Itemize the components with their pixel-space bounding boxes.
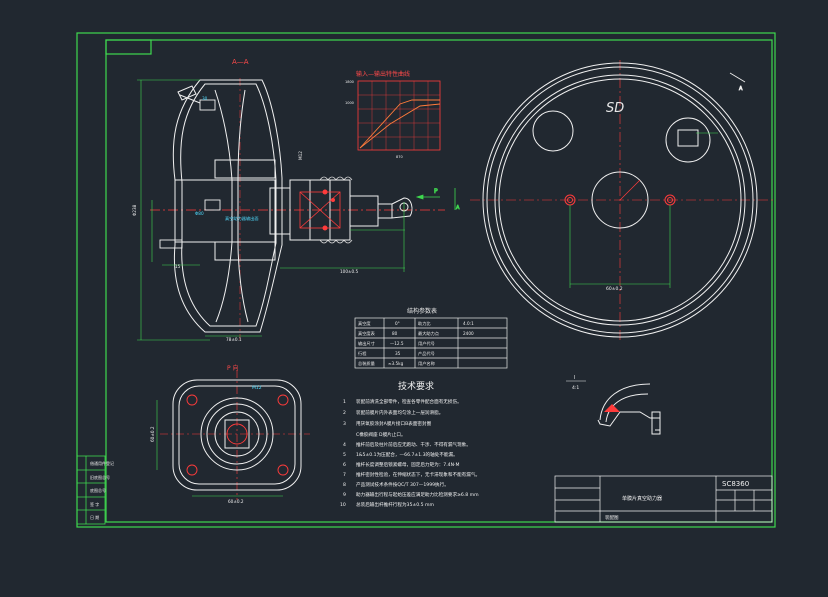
view-p[interactable]: P 向 M12 60±0.2 60±0.2: [150, 364, 310, 504]
drawing-border: [76, 32, 776, 528]
svg-text:3: 3: [343, 421, 346, 427]
svg-text:旧底图总号: 旧底图总号: [90, 474, 110, 480]
svg-text:结构参数表: 结构参数表: [407, 307, 437, 315]
svg-text:78±0.1: 78±0.1: [226, 337, 242, 342]
svg-text:M12: M12: [252, 385, 262, 391]
svg-text:技术要求: 技术要求: [398, 380, 434, 392]
svg-text:P: P: [434, 188, 438, 195]
svg-text:M12: M12: [298, 151, 303, 160]
svg-text:60±0.2: 60±0.2: [606, 286, 623, 292]
svg-text:日 期: 日 期: [90, 514, 99, 520]
svg-text:真空度: 真空度: [358, 320, 371, 327]
svg-text:输出尺寸: 输出尺寸: [358, 340, 375, 347]
svg-text:借通用件登记: 借通用件登记: [90, 460, 114, 466]
svg-text:Φ238: Φ238: [132, 204, 137, 216]
svg-text:60±0.2: 60±0.2: [228, 499, 244, 504]
svg-text:输入—输出特性曲线: 输入—输出特性曲线: [356, 70, 410, 78]
io-characteristic-graph[interactable]: 输入—输出特性曲线 1800 1000 870: [345, 70, 441, 159]
front-face-view[interactable]: SD 60±0.2 A: [470, 60, 775, 340]
svg-text:推杆前后及柱片前后应无跑动、干涉、不得有漏气现象。: 推杆前后及柱片前后应无跑动、干涉、不得有漏气现象。: [356, 441, 471, 448]
svg-text:870: 870: [396, 155, 403, 159]
svg-text:用户名称: 用户名称: [418, 360, 435, 367]
svg-text:1000: 1000: [345, 101, 354, 105]
svg-text:≈3.5kg: ≈3.5kg: [388, 361, 404, 366]
svg-text:30: 30: [202, 96, 208, 101]
svg-text:助力比: 助力比: [418, 320, 431, 327]
svg-text:100±0.5: 100±0.5: [340, 269, 358, 274]
svg-text:60±0.2: 60±0.2: [150, 426, 155, 442]
svg-text:A: A: [739, 86, 743, 92]
svg-text:助力器输出行程与起始压差应满足助力比检测要求≥6.8 mm: 助力器输出行程与起始压差应满足助力比检测要求≥6.8 mm: [356, 491, 479, 498]
svg-text:装配前膜片内外表面均匀涂上一层润滑脂。: 装配前膜片内外表面均匀涂上一层润滑脂。: [356, 409, 443, 416]
svg-text:6: 6: [343, 462, 346, 468]
svg-text:4.0:1: 4.0:1: [463, 321, 474, 326]
svg-text:真空助力器输出面: 真空助力器输出面: [225, 215, 259, 222]
left-stamp-labels: 借通用件登记 旧底图总号 底图总号 签 字 日 期: [90, 460, 114, 520]
svg-text:5: 5: [343, 452, 346, 458]
svg-text:0°: 0°: [395, 321, 400, 326]
svg-text:单膜片真空助力器: 单膜片真空助力器: [622, 495, 662, 502]
section-view-a-a[interactable]: A—A: [132, 58, 460, 342]
svg-text:总装质量: 总装质量: [358, 360, 375, 367]
svg-text:35: 35: [395, 351, 401, 356]
svg-text:用户代号: 用户代号: [418, 340, 435, 347]
svg-text:装配前清洗全部零件，检查各零件配合面有无损伤。: 装配前清洗全部零件，检查各零件配合面有无损伤。: [356, 398, 462, 405]
left-stamp-table: [76, 455, 106, 525]
svg-text:I: I: [574, 375, 575, 381]
svg-text:推杆长度调整后锁紧螺母，固定后力矩为：7.4N·M: 推杆长度调整后锁紧螺母，固定后力矩为：7.4N·M: [356, 461, 459, 468]
svg-text:1800: 1800: [345, 80, 354, 84]
svg-text:签 字: 签 字: [90, 501, 99, 507]
svg-text:2400: 2400: [463, 331, 474, 336]
svg-text:80: 80: [392, 331, 398, 336]
svg-text:P 向: P 向: [227, 364, 239, 372]
svg-text:产品代号: 产品代号: [418, 350, 435, 357]
technical-requirements: 技术要求 1 装配前清洗全部零件，检查各零件配合面有无损伤。 2 装配前膜片内外表面…: [340, 380, 480, 508]
svg-text:底图总号: 底图总号: [90, 487, 106, 493]
svg-text:A—A: A—A: [232, 58, 249, 66]
svg-text:7: 7: [343, 472, 346, 478]
detail-i[interactable]: I 4:1: [566, 375, 661, 435]
svg-text:真空度表: 真空度表: [358, 330, 376, 337]
svg-text:总装后输出杆推杆行程为35±0.5 mm: 总装后输出杆推杆行程为35±0.5 mm: [356, 501, 434, 508]
svg-text:Φ80: Φ80: [195, 211, 204, 216]
svg-text:推杆密封性检验，在伸缩状态下，无卡滞现象和不能有漏气。: 推杆密封性检验，在伸缩状态下，无卡滞现象和不能有漏气。: [356, 471, 480, 478]
svg-text:产品测试技术条件按QC/T 307—1999执行。: 产品测试技术条件按QC/T 307—1999执行。: [356, 481, 449, 488]
svg-text:SC8360: SC8360: [722, 480, 749, 488]
svg-text:行程: 行程: [358, 350, 367, 357]
svg-text:10: 10: [340, 502, 346, 508]
svg-text:9: 9: [343, 492, 346, 498]
parameter-table[interactable]: 结构参数表 真空度 0° 助力比 4.0:1 真空度表 80 最大助力点 240…: [354, 307, 508, 369]
svg-text:1: 1: [343, 399, 346, 405]
svg-text:1&5±0.1为压配合，—66.7±1.3的轴处不能漏。: 1&5±0.1为压配合，—66.7±1.3的轴处不能漏。: [356, 451, 458, 458]
svg-text:C橡胶阀座 D膜片止口。: C橡胶阀座 D膜片止口。: [356, 431, 406, 438]
svg-text:4:1: 4:1: [572, 385, 579, 391]
svg-text:装配图: 装配图: [605, 514, 619, 521]
svg-text:2: 2: [343, 410, 346, 416]
title-block[interactable]: 单膜片真空助力器 SC8360 装配图: [554, 475, 773, 523]
svg-text:—12.5: —12.5: [390, 341, 404, 346]
svg-text:4: 4: [343, 442, 346, 448]
svg-text:15: 15: [175, 264, 181, 269]
svg-text:A: A: [456, 205, 460, 211]
svg-text:SD: SD: [606, 101, 624, 116]
svg-text:8: 8: [343, 482, 346, 488]
svg-text:用厌氧胶涂封A膜片接口B表面密封圈: 用厌氧胶涂封A膜片接口B表面密封圈: [356, 420, 432, 427]
svg-text:最大助力点: 最大助力点: [418, 330, 439, 337]
